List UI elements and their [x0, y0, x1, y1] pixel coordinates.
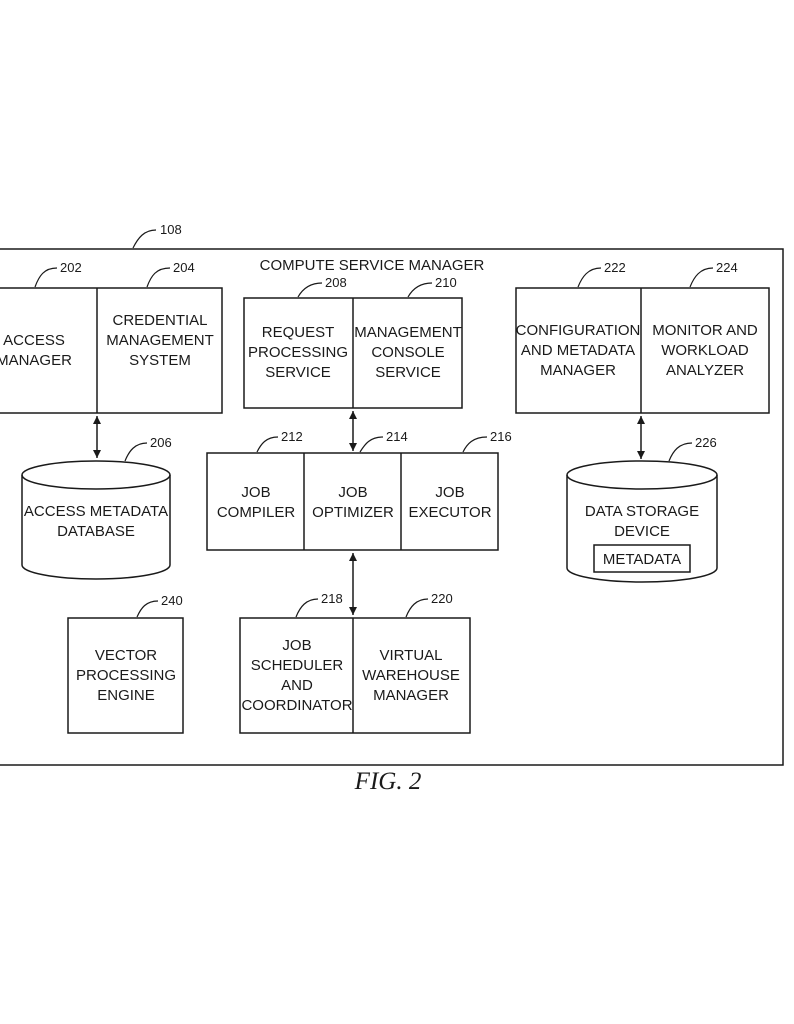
- ref-202: 202: [60, 260, 82, 275]
- metadata-inner-label: METADATA: [603, 551, 681, 568]
- vector-processing-engine: VECTOR PROCESSING ENGINE: [76, 647, 176, 704]
- job-compiler-label-2: COMPILER: [217, 504, 296, 521]
- ref-218: 218: [321, 591, 343, 606]
- access-manager-label-2: MANAGER: [0, 352, 72, 369]
- access-metadata-database: ACCESS METADATA DATABASE: [21, 460, 171, 580]
- ref-leader-222: [577, 267, 602, 288]
- ref-208: 208: [325, 275, 347, 290]
- ref-leader-108: [132, 229, 157, 249]
- vector-label-3: ENGINE: [97, 687, 155, 704]
- job-optimizer: JOB OPTIMIZER: [312, 484, 394, 521]
- request-processing-service: REQUEST PROCESSING SERVICE: [248, 324, 348, 381]
- credential-management-system: CREDENTIAL MANAGEMENT SYSTEM: [106, 312, 214, 369]
- storage-body: [566, 475, 718, 583]
- ref-leader-212: [256, 436, 279, 453]
- diagram-title: COMPUTE SERVICE MANAGER: [260, 257, 485, 274]
- metadata-inner-box: [593, 544, 691, 573]
- data-storage-device: DATA STORAGE DEVICE METADATA: [566, 460, 718, 583]
- scheduler-label-1: JOB: [282, 637, 311, 654]
- ref-206: 206: [150, 435, 172, 450]
- console-label-1: MANAGEMENT: [354, 324, 462, 341]
- ref-226: 226: [695, 435, 717, 450]
- request-label-2: PROCESSING: [248, 344, 348, 361]
- virtual-warehouse-manager: VIRTUAL WAREHOUSE MANAGER: [362, 647, 460, 704]
- storage-label-1: DATA STORAGE: [585, 503, 699, 520]
- ref-leader-214: [359, 436, 384, 453]
- monitor-workload-analyzer: MONITOR AND WORKLOAD ANALYZER: [652, 322, 758, 379]
- vector-label-1: VECTOR: [95, 647, 157, 664]
- ref-216: 216: [490, 429, 512, 444]
- storage-top: [566, 460, 718, 490]
- credential-label-2: MANAGEMENT: [106, 332, 214, 349]
- ref-leader-226: [668, 442, 693, 462]
- ref-leader-206: [124, 442, 148, 462]
- ref-210: 210: [435, 275, 457, 290]
- console-label-3: SERVICE: [375, 364, 441, 381]
- ref-240: 240: [161, 593, 183, 608]
- job-row-box: [206, 452, 499, 551]
- warehouse-label-1: VIRTUAL: [379, 647, 442, 664]
- monitor-label-3: ANALYZER: [666, 362, 744, 379]
- ref-leader-204: [146, 267, 171, 288]
- scheduler-warehouse-box: [239, 617, 471, 734]
- warehouse-label-2: WAREHOUSE: [362, 667, 460, 684]
- config-monitor-box: [515, 287, 770, 414]
- ref-leader-224: [689, 267, 714, 288]
- config-label-1: CONFIGURATION: [516, 322, 641, 339]
- config-label-2: AND METADATA: [521, 342, 635, 359]
- ref-leader-220: [405, 598, 429, 618]
- monitor-label-1: MONITOR AND: [652, 322, 758, 339]
- job-executor-label-1: JOB: [435, 484, 464, 501]
- ref-leader-202: [34, 267, 58, 288]
- ref-108: 108: [160, 222, 182, 237]
- ref-220: 220: [431, 591, 453, 606]
- configuration-metadata-manager: CONFIGURATION AND METADATA MANAGER: [516, 322, 641, 379]
- console-label-2: CONSOLE: [371, 344, 444, 361]
- job-compiler-label-1: JOB: [241, 484, 270, 501]
- access-credential-box: [0, 287, 223, 414]
- job-scheduler-coordinator: JOB SCHEDULER AND COORDINATOR: [241, 637, 352, 714]
- ref-leader-218: [295, 598, 319, 618]
- scheduler-label-4: COORDINATOR: [241, 697, 352, 714]
- scheduler-label-3: AND: [281, 677, 313, 694]
- monitor-label-2: WORKLOAD: [661, 342, 749, 359]
- request-label-1: REQUEST: [262, 324, 335, 341]
- job-compiler: JOB COMPILER: [217, 484, 296, 521]
- scheduler-label-2: SCHEDULER: [251, 657, 344, 674]
- management-console-service: MANAGEMENT CONSOLE SERVICE: [354, 324, 462, 381]
- system-boundary: [0, 248, 784, 766]
- job-executor: JOB EXECUTOR: [408, 484, 491, 521]
- storage-label-2: DEVICE: [614, 523, 670, 540]
- figure-caption: FIG. 2: [354, 768, 422, 795]
- ref-212: 212: [281, 429, 303, 444]
- access-manager: ACCESS MANAGER: [0, 332, 72, 369]
- ref-leader-210: [407, 282, 433, 298]
- ref-222: 222: [604, 260, 626, 275]
- ref-leader-240: [136, 600, 159, 618]
- credential-label-1: CREDENTIAL: [112, 312, 207, 329]
- database-label-2: DATABASE: [57, 523, 135, 540]
- ref-224: 224: [716, 260, 738, 275]
- config-label-3: MANAGER: [540, 362, 616, 379]
- vector-processing-engine-box: [67, 617, 184, 734]
- database-body: [21, 475, 171, 580]
- ref-204: 204: [173, 260, 195, 275]
- database-top: [21, 460, 171, 490]
- ref-leader-216: [462, 436, 488, 453]
- credential-label-3: SYSTEM: [129, 352, 191, 369]
- access-manager-label-1: ACCESS: [3, 332, 65, 349]
- job-executor-label-2: EXECUTOR: [408, 504, 491, 521]
- job-optimizer-label-2: OPTIMIZER: [312, 504, 394, 521]
- ref-leader-208: [297, 282, 323, 298]
- vector-label-2: PROCESSING: [76, 667, 176, 684]
- job-optimizer-label-1: JOB: [338, 484, 367, 501]
- database-label-1: ACCESS METADATA: [24, 503, 168, 520]
- warehouse-label-3: MANAGER: [373, 687, 449, 704]
- ref-214: 214: [386, 429, 408, 444]
- request-label-3: SERVICE: [265, 364, 331, 381]
